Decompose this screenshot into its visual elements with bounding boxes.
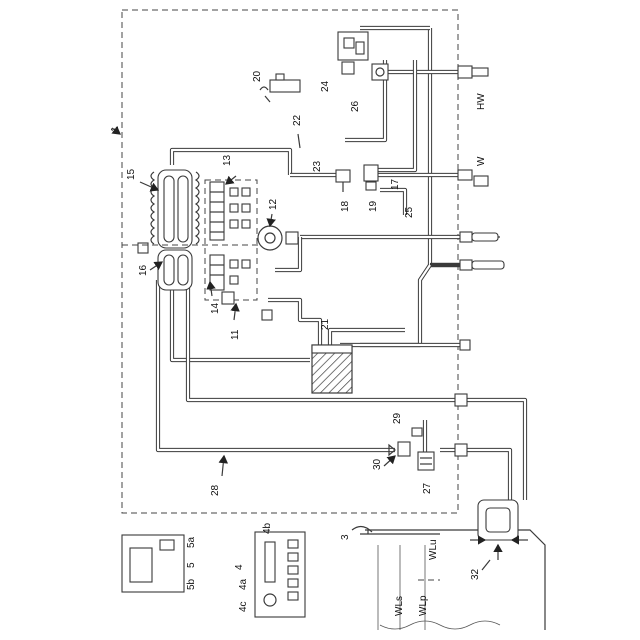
svg-text:16: 16 xyxy=(138,264,149,276)
svg-text:15: 15 xyxy=(126,168,137,180)
display-4a xyxy=(265,542,275,582)
valve-18 xyxy=(336,170,350,192)
svg-text:24: 24 xyxy=(320,80,331,92)
burner-unit-lower xyxy=(210,255,250,290)
hot-water-outlet xyxy=(458,66,488,78)
svg-text:WLu: WLu xyxy=(428,539,439,560)
svg-text:4a: 4a xyxy=(238,578,249,590)
svg-text:30: 30 xyxy=(372,458,383,470)
sensor-29 xyxy=(412,428,422,436)
svg-text:5: 5 xyxy=(186,562,197,568)
right-connector-b xyxy=(460,260,504,270)
remote-control-5 xyxy=(122,535,184,592)
svg-text:5b: 5b xyxy=(186,578,197,590)
fan-12 xyxy=(258,226,298,250)
svg-text:29: 29 xyxy=(392,412,403,424)
svg-text:W: W xyxy=(476,156,487,166)
svg-text:25: 25 xyxy=(404,206,415,218)
svg-text:WLp: WLp xyxy=(418,595,429,616)
bath-outlet-upper xyxy=(455,394,467,406)
svg-text:4c: 4c xyxy=(238,601,249,612)
svg-text:27: 27 xyxy=(422,482,433,494)
svg-text:22: 22 xyxy=(292,114,303,126)
cold-water-inlet xyxy=(458,170,488,186)
svg-text:5a: 5a xyxy=(186,536,197,548)
svg-text:12: 12 xyxy=(268,198,279,210)
svg-text:19: 19 xyxy=(368,200,379,212)
svg-text:23: 23 xyxy=(312,160,323,172)
remote-control-4 xyxy=(255,532,305,617)
bath-3 xyxy=(360,530,545,630)
heat-exchanger-primary xyxy=(151,170,199,248)
valve-19 xyxy=(364,165,378,190)
svg-text:20: 20 xyxy=(252,70,263,82)
svg-text:17: 17 xyxy=(390,178,401,190)
valve-26 xyxy=(372,64,388,80)
svg-text:18: 18 xyxy=(340,200,351,212)
svg-text:11: 11 xyxy=(230,329,241,340)
right-connector-a xyxy=(460,232,500,242)
drain-outlet xyxy=(460,340,470,350)
svg-text:28: 28 xyxy=(210,484,221,496)
svg-text:26: 26 xyxy=(350,100,361,112)
svg-text:4: 4 xyxy=(234,564,245,570)
svg-text:32: 32 xyxy=(470,568,481,580)
bath-outlet-lower xyxy=(455,444,467,456)
pump-27 xyxy=(418,452,434,470)
heat-exchanger-secondary xyxy=(158,250,192,290)
controller-20 xyxy=(260,74,300,102)
svg-text:21: 21 xyxy=(320,318,331,330)
svg-text:14: 14 xyxy=(210,302,221,314)
burner-housing-11 xyxy=(222,292,234,304)
svg-text:3: 3 xyxy=(340,534,351,540)
svg-text:4b: 4b xyxy=(262,522,273,534)
svg-text:WLs: WLs xyxy=(394,596,405,616)
svg-text:HW: HW xyxy=(476,93,487,110)
burner-unit-upper xyxy=(210,182,250,240)
valve-assembly-24 xyxy=(338,32,368,74)
svg-text:13: 13 xyxy=(222,154,233,166)
